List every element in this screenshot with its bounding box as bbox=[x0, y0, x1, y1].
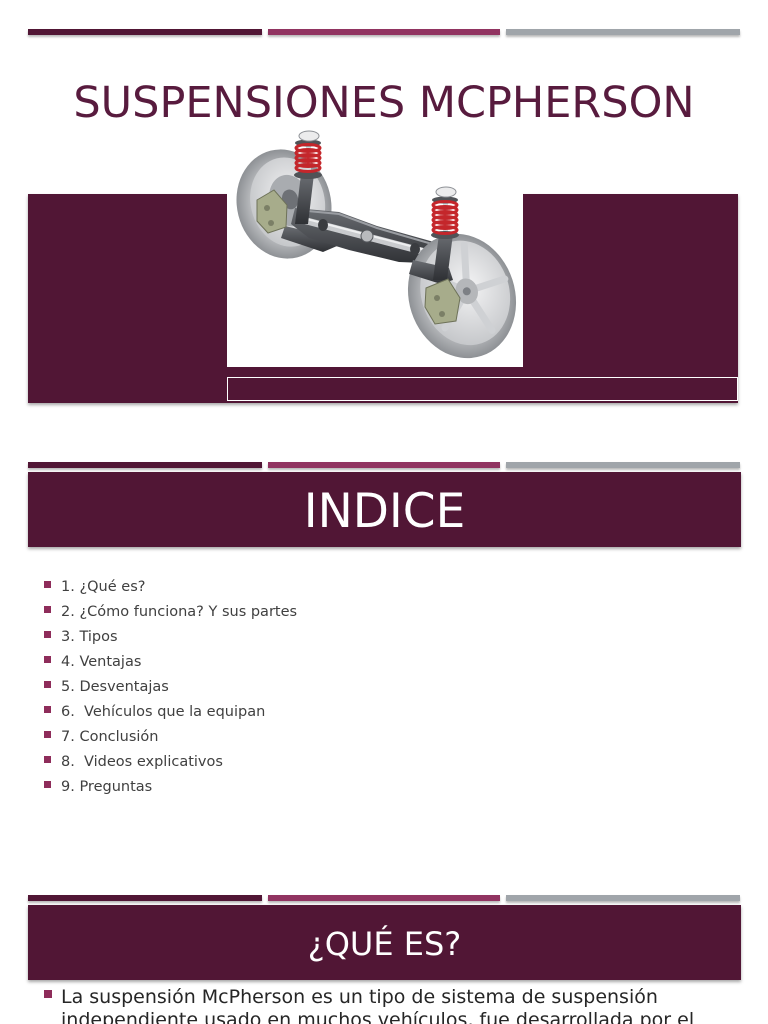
index-item: 1. ¿Qué es? bbox=[44, 575, 297, 600]
index-item: 2. ¿Cómo funciona? Y sus partes bbox=[44, 600, 297, 625]
bullet-square bbox=[44, 656, 51, 663]
index-item-label: 6. Vehículos que la equipan bbox=[61, 704, 266, 720]
accent-bar-pink bbox=[268, 29, 500, 35]
left-lower-control-arm bbox=[281, 226, 337, 252]
left-coil-spring bbox=[294, 143, 322, 173]
bullet-square bbox=[44, 606, 51, 613]
index-item: 8. Videos explicativos bbox=[44, 750, 297, 775]
index-item: 3. Tipos bbox=[44, 625, 297, 650]
index-item: 5. Desventajas bbox=[44, 675, 297, 700]
slide-index: INDICE 1. ¿Qué es? 2. ¿Cómo funciona? Y … bbox=[0, 452, 768, 812]
right-top-mount bbox=[435, 186, 457, 198]
accent-bar-pink bbox=[268, 895, 500, 901]
index-item: 7. Conclusión bbox=[44, 725, 297, 750]
index-item-label: 7. Conclusión bbox=[61, 729, 159, 745]
accent-bar-gray bbox=[506, 29, 740, 35]
steering-pinion bbox=[360, 229, 374, 243]
bullet-square bbox=[44, 631, 51, 638]
body-bullet-item: La suspensión McPherson es un tipo de si… bbox=[44, 986, 711, 1024]
index-item: 4. Ventajas bbox=[44, 650, 297, 675]
accent-bar-gray bbox=[506, 462, 740, 468]
slide-header: ¿QUÉ ES? bbox=[28, 905, 741, 980]
left-brake-caliper bbox=[256, 189, 288, 234]
bullet-square bbox=[44, 731, 51, 738]
index-item-label: 1. ¿Qué es? bbox=[61, 579, 146, 595]
index-item-label: 3. Tipos bbox=[61, 629, 118, 645]
body-bullet-text: La suspensión McPherson es un tipo de si… bbox=[61, 986, 695, 1024]
index-item: 9. Preguntas bbox=[44, 775, 297, 800]
bullet-square bbox=[44, 756, 51, 763]
accent-bar-maroon bbox=[28, 895, 262, 901]
right-rack-boot bbox=[410, 243, 420, 255]
accent-bar-maroon bbox=[28, 462, 262, 468]
index-item-label: 2. ¿Cómo funciona? Y sus partes bbox=[61, 604, 298, 620]
bullet-square bbox=[44, 990, 52, 998]
index-item-label: 9. Preguntas bbox=[61, 779, 153, 795]
index-item-label: 4. Ventajas bbox=[61, 654, 142, 670]
left-top-mount bbox=[298, 130, 320, 142]
presentation-title: SUSPENSIONES MCPHERSON bbox=[73, 78, 695, 128]
accent-bar-maroon bbox=[28, 29, 262, 35]
accent-bar-pink bbox=[268, 462, 500, 468]
suspension-illustration bbox=[227, 128, 523, 367]
slide-what-is: ¿QUÉ ES? La suspensión McPherson es un t… bbox=[0, 885, 768, 1024]
right-coil-spring bbox=[431, 200, 459, 235]
bullet-square bbox=[44, 581, 51, 588]
slide-title: SUSPENSIONES MCPHERSON bbox=[0, 20, 768, 412]
accent-bar-gray bbox=[506, 895, 740, 901]
body-bullet-list: La suspensión McPherson es un tipo de si… bbox=[44, 986, 711, 1024]
index-item: 6. Vehículos que la equipan bbox=[44, 700, 297, 725]
index-list: 1. ¿Qué es? 2. ¿Cómo funciona? Y sus par… bbox=[44, 575, 297, 800]
bullet-square bbox=[44, 706, 51, 713]
index-item-label: 5. Desventajas bbox=[61, 679, 169, 695]
slide-header: INDICE bbox=[28, 472, 741, 547]
subtitle-placeholder-box bbox=[227, 377, 738, 401]
suspension-photo bbox=[227, 128, 523, 367]
steering-rack bbox=[299, 216, 437, 258]
index-item-label: 8. Videos explicativos bbox=[61, 754, 223, 770]
right-brake-caliper bbox=[424, 278, 461, 325]
bullet-square bbox=[44, 781, 51, 788]
left-rack-boot bbox=[318, 219, 328, 231]
bullet-square bbox=[44, 681, 51, 688]
